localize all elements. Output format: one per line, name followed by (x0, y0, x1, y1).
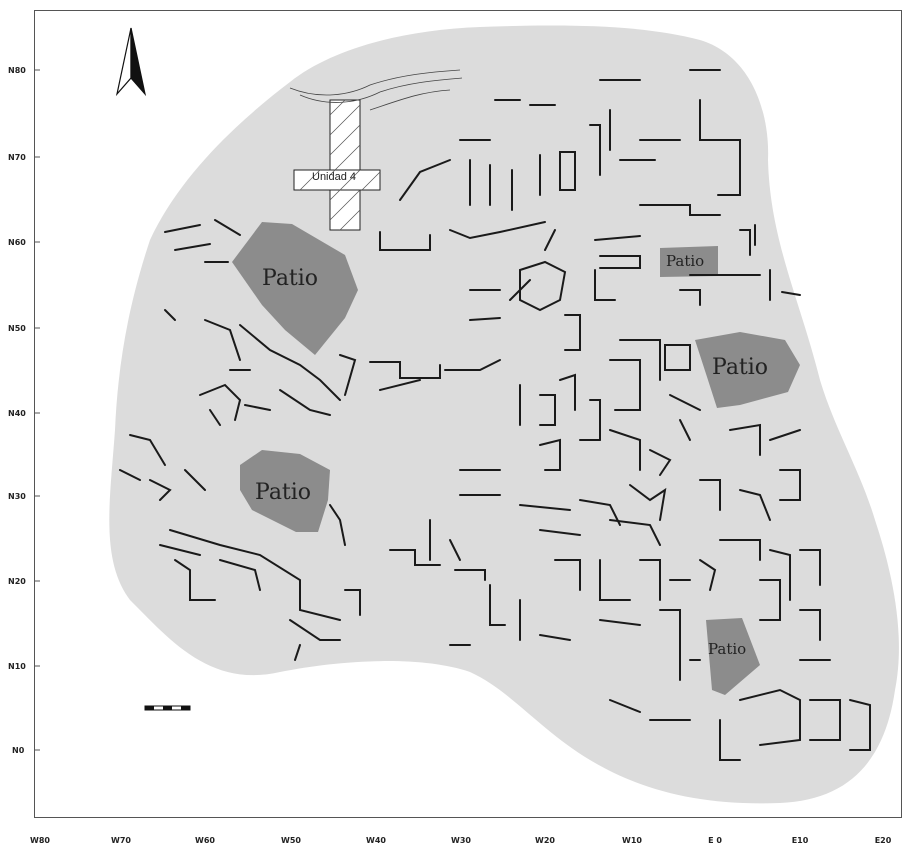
patio-label-ne: Patio (666, 252, 705, 270)
scale-bar-icon (144, 705, 191, 711)
y-label-n50: N50 (8, 324, 26, 333)
patio-label-se: Patio (708, 640, 747, 658)
x-label-w30: W30 (451, 836, 471, 845)
x-label-e10: E10 (791, 836, 809, 845)
y-label-n70: N70 (8, 153, 26, 162)
patio-se (706, 618, 760, 695)
stream-lines (289, 69, 463, 111)
y-label-n20: N20 (8, 577, 26, 586)
patio-ne (660, 246, 718, 277)
y-label-n60: N60 (8, 238, 26, 247)
structures (119, 69, 871, 761)
patio-label-e: Patio (712, 355, 769, 380)
x-label-w60: W60 (195, 836, 215, 845)
patio-w (240, 450, 330, 532)
y-label-n0: N0 (12, 746, 25, 755)
y-label-n30: N30 (8, 492, 26, 501)
y-label-n10: N10 (8, 662, 26, 671)
patio-e (695, 332, 800, 408)
x-label-w70: W70 (111, 836, 131, 845)
x-label-e0: E 0 (708, 836, 722, 845)
x-label-e20: E20 (874, 836, 892, 845)
patio-label-w: Patio (255, 480, 312, 505)
x-label-w50: W50 (281, 836, 301, 845)
patio-label-nw: Patio (262, 266, 319, 291)
y-label-n80: N80 (8, 66, 26, 75)
frame-ticks (34, 69, 40, 751)
x-label-w40: W40 (366, 836, 386, 845)
site-area (109, 25, 899, 804)
x-label-w10: W10 (622, 836, 642, 845)
y-label-n40: N40 (8, 409, 26, 418)
x-label-w20: W20 (535, 836, 555, 845)
x-label-w80: W80 (30, 836, 50, 845)
north-arrow-icon (115, 27, 147, 97)
unidad-4-label: Unidad 4 (312, 171, 357, 183)
patio-nw (232, 222, 358, 355)
